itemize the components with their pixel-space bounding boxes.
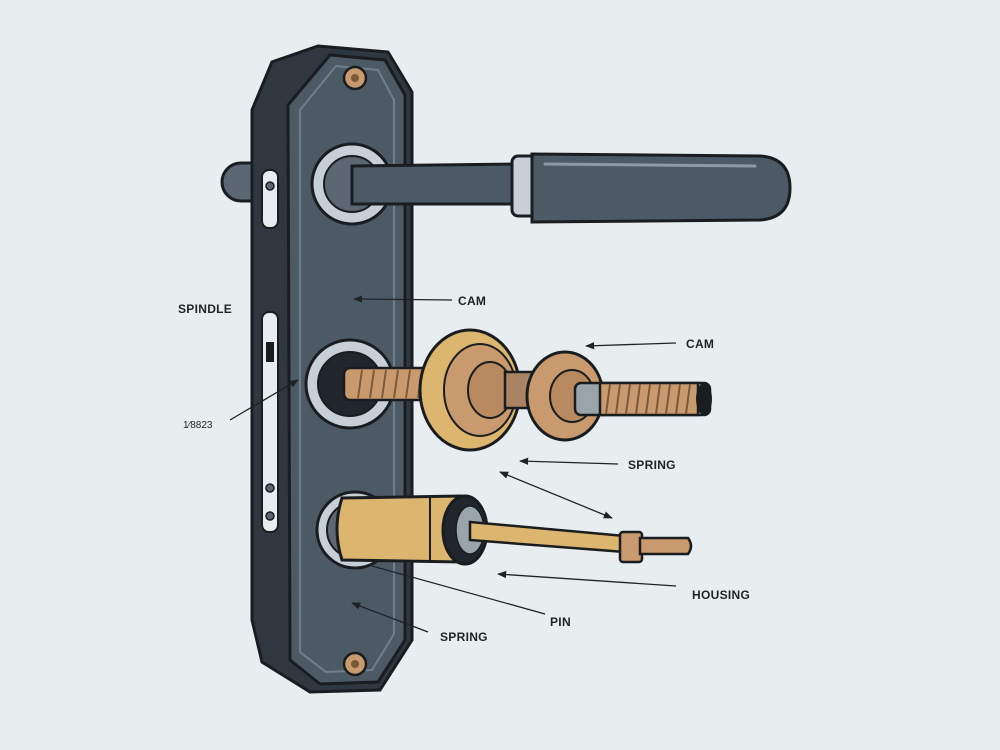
leader-code [229,379,299,421]
label-cam-plate: CAM [458,294,487,308]
plate-bevel [299,64,395,674]
label-cam-right: CAM [686,337,715,351]
screw-top-center [351,74,359,82]
label-housing: HOUSING [692,588,751,602]
lever-highlight [543,162,757,168]
leader-housing [497,570,677,587]
label-spring-mid: SPRING [628,458,676,472]
leader-cam-right [585,342,677,350]
label-spindle: SPINDLE [178,302,233,316]
pin-rod [468,520,627,554]
leader-spring-mid [519,457,619,465]
lever-neck [350,162,532,206]
lever-arm [530,152,792,224]
leader-housing-diag [499,471,613,519]
edge-slot-long [261,311,279,533]
label-pin: PIN [550,615,571,629]
leader-spring-bottom [351,602,429,633]
spring-coil-lines [605,383,691,415]
label-code: 1⁄8823 [183,420,213,431]
edge-latch-mark [266,342,274,362]
leader-pin [371,565,546,615]
leader-cam-plate [353,295,453,303]
screw-bottom-center [351,660,359,668]
pin-collar [618,530,644,564]
label-spring-bottom: SPRING [440,630,488,644]
leader-lines [229,295,677,633]
edge-slot-top [261,169,279,229]
pin-tip [638,536,693,556]
edge-screw-top [265,181,275,191]
edge-screw-a [265,483,275,493]
spring-shaft-end [696,383,712,415]
edge-screw-b [265,511,275,521]
